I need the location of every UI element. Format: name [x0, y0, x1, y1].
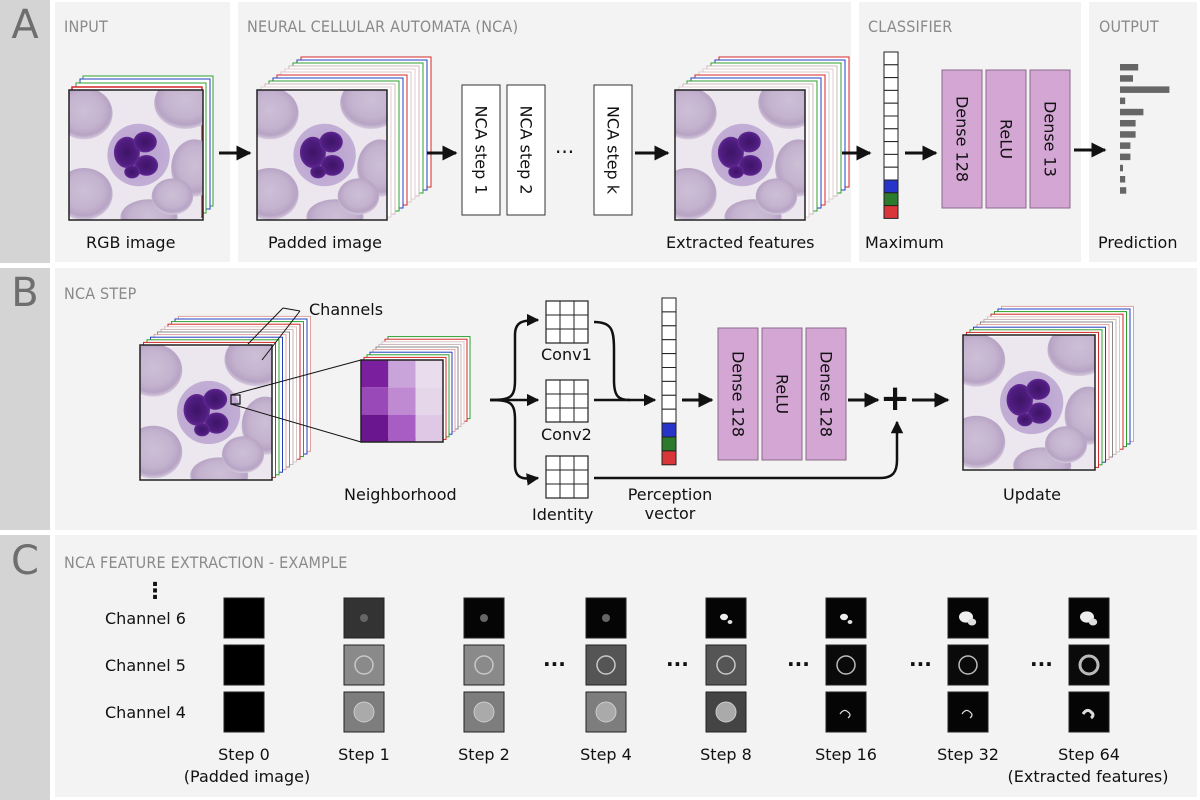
step-label-7: Step 64: [1058, 745, 1120, 764]
panel-a-letter: A: [11, 2, 39, 48]
conv1-label: Conv1: [541, 345, 592, 364]
channel-5-label: Channel 5: [105, 656, 186, 675]
padded-image-stack: [256, 56, 432, 221]
b-dense-2-label: Dense 128: [816, 350, 836, 438]
prediction-bars: [1120, 64, 1170, 194]
nca-step-2-label: NCA step 2: [516, 105, 536, 195]
panel-c-letter: C: [11, 538, 39, 584]
panel-a-strip: [0, 0, 50, 263]
step-ellipsis-0: ···: [543, 652, 566, 676]
step-label-6: Step 32: [937, 745, 999, 764]
step-ellipsis-1: ···: [666, 652, 689, 676]
perception-label-line1: Perception: [627, 485, 713, 504]
nca-title: NEURAL CELLULAR AUTOMATA (NCA): [247, 17, 519, 36]
channels-vdots: ⋮: [144, 579, 166, 604]
extracted-features-label: Extracted features: [666, 233, 815, 252]
classifier-relu-label: ReLU: [996, 118, 1016, 160]
nca-step-title: NCA STEP: [64, 284, 137, 303]
panel-b-letter: B: [11, 270, 39, 316]
conv2-label: Conv2: [541, 425, 592, 444]
feature-thumbnails: [223, 597, 1110, 733]
input-title: INPUT: [64, 17, 109, 36]
maximum-label: Maximum: [865, 233, 944, 252]
b-dense-1-label: Dense 128: [728, 350, 748, 438]
step-label-3: Step 4: [580, 745, 632, 764]
panel-output: [1089, 2, 1197, 262]
nca-step-k-label: NCA step k: [603, 105, 623, 195]
plus-symbol: +: [880, 378, 911, 419]
perception-vector: [661, 297, 677, 466]
classifier-dense-1-label: Dense 128: [952, 95, 972, 183]
step-ellipsis-4: ···: [1030, 652, 1053, 676]
panel-c-strip: [0, 535, 50, 800]
step-label-4: Step 8: [700, 745, 752, 764]
extracted-features-stack: [674, 56, 850, 221]
channels-stack: [139, 315, 311, 481]
feature-extraction-title: NCA FEATURE EXTRACTION - EXAMPLE: [64, 553, 348, 572]
b-relu-label: ReLU: [772, 373, 792, 415]
identity-label: Identity: [532, 505, 594, 524]
nca-step-boxes: [461, 84, 633, 216]
prediction-label: Prediction: [1098, 233, 1178, 252]
maximum-vector: [883, 51, 899, 219]
nca-ellipsis: ···: [555, 140, 575, 164]
nca-step-layers: [717, 327, 847, 461]
classifier-layers: [941, 69, 1071, 209]
classifier-title: CLASSIFIER: [868, 17, 953, 36]
output-title: OUTPUT: [1099, 17, 1159, 36]
channels-label: Channels: [309, 300, 384, 319]
step-label-1: Step 1: [338, 745, 390, 764]
conv-grids: [545, 300, 589, 499]
step-label-2: Step 2: [458, 745, 510, 764]
padded-image-label: Padded image: [268, 233, 382, 252]
channel-4-label: Channel 4: [105, 703, 186, 722]
step-ellipsis-2: ···: [787, 652, 810, 676]
perception-label-line2: vector: [644, 504, 696, 523]
step-label-5: Step 16: [815, 745, 877, 764]
step-label-0: Step 0: [218, 745, 270, 764]
step-0-sub-label: (Padded image): [183, 767, 311, 786]
neighborhood-stack: [360, 336, 471, 443]
update-label: Update: [1003, 485, 1061, 504]
update-stack: [962, 305, 1134, 471]
channel-6-label: Channel 6: [105, 609, 186, 628]
step-ellipsis-3: ···: [909, 652, 932, 676]
rgb-image-stack: [68, 75, 214, 221]
classifier-dense-2-label: Dense 13: [1040, 101, 1060, 177]
panel-b-strip: [0, 268, 50, 530]
neighborhood-label: Neighborhood: [344, 485, 457, 504]
step-64-sub-label: (Extracted features): [1007, 767, 1169, 786]
nca-step-1-label: NCA step 1: [471, 105, 491, 195]
rgb-image-label: RGB image: [86, 233, 176, 252]
